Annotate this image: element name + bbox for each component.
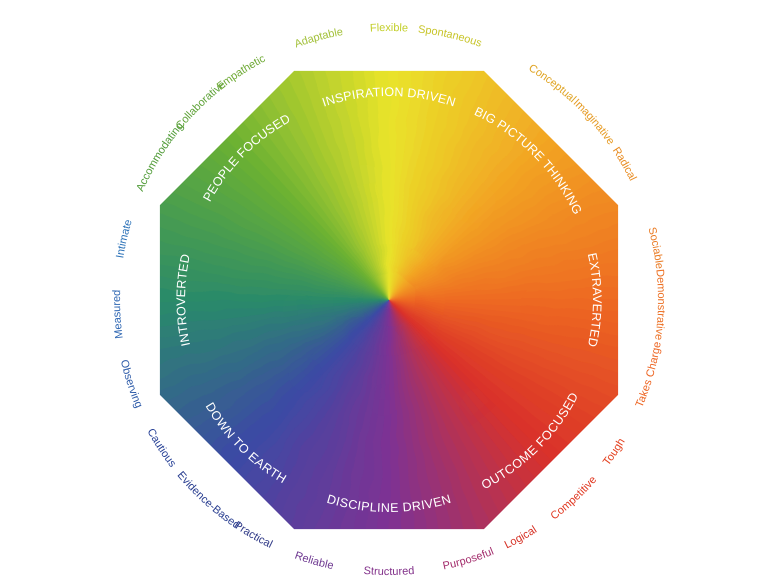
ring-sector — [389, 300, 619, 466]
trait-word-13: Reliable — [293, 550, 335, 572]
trait-word-text: Demonstrative — [652, 269, 667, 341]
trait-word-text: Empathetic — [215, 53, 268, 93]
ring-sector — [389, 148, 619, 300]
band-label-6: INTROVERTED — [174, 253, 193, 348]
ring-sector — [389, 300, 484, 530]
trait-word-text: Cautious — [145, 427, 179, 470]
ring-sector — [389, 300, 454, 530]
band-label-text: INTROVERTED — [174, 253, 193, 348]
ring-sector — [159, 300, 389, 380]
ring-sector — [223, 70, 389, 300]
trait-word-text: Logical — [503, 524, 539, 551]
trait-word-text: Competitive — [549, 474, 600, 522]
ring-sector — [389, 300, 528, 530]
ring-sector — [211, 70, 389, 300]
trait-word-9: Competitive — [549, 474, 600, 522]
trait-word-20: Accommodating — [134, 120, 186, 193]
ring-sector — [389, 190, 619, 300]
trait-word-17: Observing — [118, 358, 145, 409]
ring-sector — [159, 134, 389, 300]
trait-word-text: Intimate — [114, 218, 134, 259]
ring-sector — [389, 205, 619, 300]
ring-sector — [389, 176, 619, 300]
trait-word-text: Observing — [118, 358, 145, 409]
trait-word-19: Intimate — [114, 218, 134, 259]
ring-sector — [237, 70, 389, 300]
trait-word-text: Measured — [111, 290, 126, 340]
ring-sector — [389, 122, 619, 300]
ring-sector — [389, 70, 541, 300]
trait-word-2: Conceptual — [526, 62, 578, 105]
ring-sector — [159, 300, 389, 439]
ring-sector — [389, 300, 499, 530]
ring-sector — [159, 300, 389, 424]
ring-sector — [389, 134, 619, 300]
trait-word-text: Evidence-Based — [175, 469, 242, 531]
trait-word-0: Flexible — [370, 22, 409, 35]
ring-sector — [389, 300, 438, 530]
ring-sector — [211, 300, 389, 530]
trait-word-text: Spontaneous — [417, 24, 483, 50]
ring-sector — [389, 220, 619, 300]
trait-word-text: Tough — [601, 436, 628, 468]
trait-word-23: Adaptable — [293, 26, 344, 50]
trait-word-6: Demonstrative — [652, 269, 667, 341]
ring-sector — [159, 300, 389, 410]
trait-word-5: Sociable — [645, 226, 665, 270]
trait-word-text: Radical — [610, 145, 639, 183]
trait-word-text: Reliable — [293, 550, 335, 572]
trait-word-text: Sociable — [645, 226, 665, 270]
trait-word-1: Spontaneous — [417, 24, 483, 50]
ring-sector — [389, 235, 619, 300]
trait-word-10: Logical — [503, 524, 539, 551]
ring-sector — [159, 300, 389, 466]
ring-sector — [389, 300, 619, 478]
ring-sector — [159, 300, 389, 395]
ring-sector — [265, 70, 389, 300]
band-label-2: EXTRAVERTED — [585, 252, 604, 349]
trait-word-22: Empathetic — [215, 53, 268, 93]
trait-word-text: Takes Charge — [634, 341, 664, 409]
trait-word-16: Cautious — [145, 427, 179, 470]
band-label-text: EXTRAVERTED — [585, 252, 604, 349]
ring-sector — [389, 300, 619, 452]
ring-sector — [389, 300, 423, 530]
trait-word-text: Imaginative — [571, 97, 617, 147]
trait-word-3: Imaginative — [571, 97, 617, 147]
ring-sector — [250, 70, 389, 300]
trait-word-text: Purposeful — [442, 546, 496, 573]
ring-sector — [389, 161, 619, 300]
trait-word-text: Accommodating — [134, 120, 186, 193]
ring-sector — [237, 300, 389, 530]
ring-sector — [389, 300, 541, 530]
ring-sector — [389, 300, 469, 530]
trait-word-11: Purposeful — [442, 546, 496, 573]
ring-sector — [389, 300, 513, 530]
ring-sector — [159, 122, 389, 300]
trait-word-text: Flexible — [370, 22, 409, 35]
trait-word-18: Measured — [111, 290, 126, 340]
trait-word-8: Tough — [601, 436, 628, 468]
ring-sector — [389, 251, 619, 300]
trait-word-7: Takes Charge — [634, 341, 664, 409]
trait-word-4: Radical — [610, 145, 639, 183]
trait-word-text: Adaptable — [293, 26, 344, 50]
ring-sector — [159, 148, 389, 300]
trait-word-text: Conceptual — [526, 62, 578, 105]
ring-sector — [223, 300, 389, 530]
trait-word-15: Evidence-Based — [175, 469, 242, 531]
ring-sector — [159, 300, 389, 452]
trait-word-12: Structured — [363, 565, 415, 578]
trait-word-text: Structured — [363, 565, 415, 578]
